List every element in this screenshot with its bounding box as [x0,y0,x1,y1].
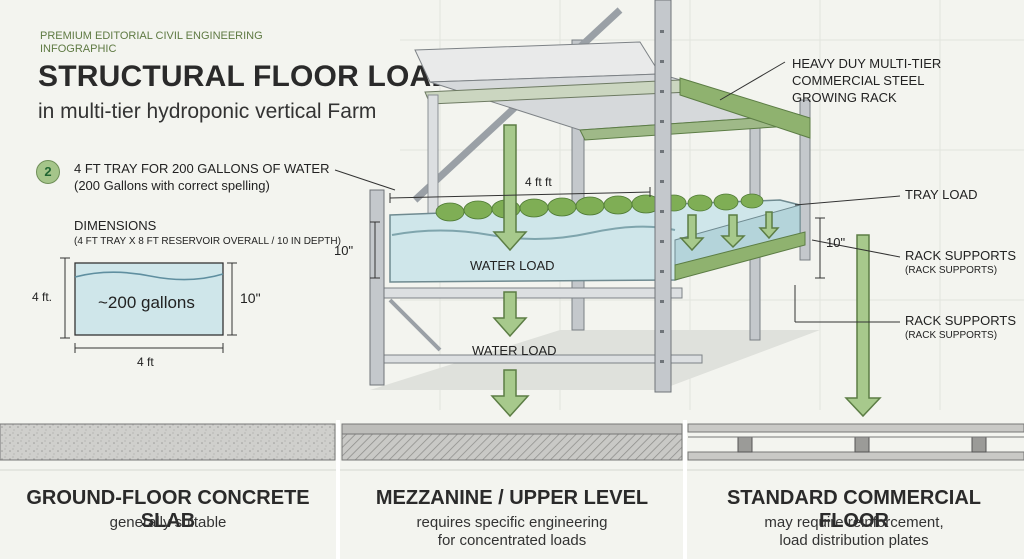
tray-note-line1: 4 FT TRAY FOR 200 GALLONS OF WATER [74,161,330,176]
dimensions-detail: (4 FT TRAY X 8 FT RESERVOIR OVERALL / 10… [74,236,341,247]
rack-supports-1-title: RACK SUPPORTS [905,248,1017,263]
tray-note-line2: (200 Gallons with correct spelling) [74,178,270,193]
reservoir-depth: 10" [240,290,261,306]
tray-load-label: TRAY LOAD [905,187,978,202]
rack-supports-1-sub: (RACK SUPPORTS) [905,265,998,276]
floor-ground-slab [0,423,336,461]
rack-label-line1: HEAVY DUY MULTI-TIER [792,56,942,71]
rack-supports-2-sub: (RACK SUPPORTS) [905,330,998,341]
rack-supports-label-1: RACK SUPPORTS (RACK SUPPORTS) [905,248,1016,278]
tray-note: 4 FT TRAY FOR 200 GALLONS OF WATER (200 … [74,160,330,194]
rack-supports-2-title: RACK SUPPORTS [905,313,1017,328]
reservoir-volume: ~200 gallons [98,293,195,312]
floor-2-title: MEZZANINE / UPPER LEVEL [375,487,649,509]
rack-supports-label-2: RACK SUPPORTS (RACK SUPPORTS) [905,313,1016,343]
floor-3-line2: load distribution plates [779,532,929,549]
floor-3-line1: may require reinforcement, [764,514,944,531]
floor-mezzanine [341,423,683,461]
step-badge: 2 [36,160,60,184]
tray-width-label: 4 ft ft [525,175,552,189]
water-load-label-upper: WATER LOAD [470,258,555,273]
leader-lines [334,61,901,323]
reservoir-height: 4 ft. [32,290,53,304]
floor-2-line2: for concentrated loads [437,532,587,549]
top-shelf [414,41,811,141]
tray-depth-left-label: 10" [334,243,354,258]
reservoir-width: 4 ft [137,355,154,369]
reservoir-diagram [60,257,237,353]
floor-commercial [687,423,1024,461]
rack-label-line2: COMMERCIAL STEEL [792,73,925,88]
floor-3-caption: may require reinforcement, load distribu… [694,514,1014,550]
floor-3-title: STANDARD COMMERCIAL FLOOR [726,487,982,532]
floor-2-line1: requires specific engineering [416,514,608,531]
rack-label: HEAVY DUY MULTI-TIER COMMERCIAL STEEL GR… [792,55,941,106]
load-arrows [490,124,882,418]
rack-dimension-lines [370,187,825,279]
rack-label-line3: GROWING RACK [792,90,897,105]
dimensions-block: DIMENSIONS (4 FT TRAY X 8 FT RESERVOIR O… [74,218,341,250]
dimensions-heading: DIMENSIONS [74,218,157,233]
floor-2-caption: requires specific engineering for concen… [352,514,672,550]
lower-shelf [381,231,806,364]
page-subtitle: in multi-tier hydroponic vertical Farm [38,100,377,123]
floor-1-line1: generally suitable [109,514,227,531]
water-load-label-lower: WATER LOAD [472,343,557,358]
front-posts [369,0,672,393]
floor-1-caption: generally suitable [8,514,328,532]
tray-depth-right-label: 10" [826,235,846,250]
kicker-text: PREMIUM EDITORIAL CIVIL ENGINEERING INFO… [40,30,263,55]
floor-1-title: GROUND-FLOOR CONCRETE SLAB [26,487,310,532]
